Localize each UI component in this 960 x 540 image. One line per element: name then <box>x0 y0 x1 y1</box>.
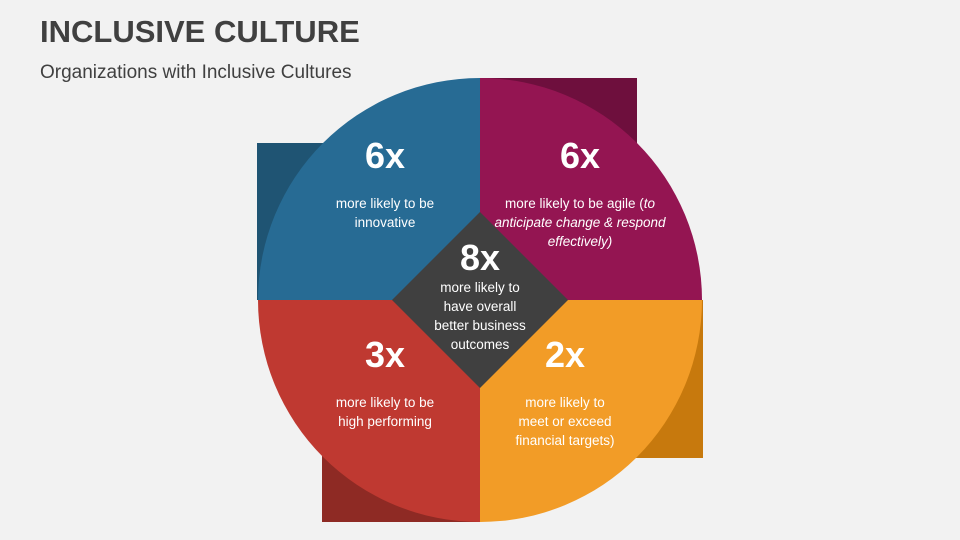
innovative-text-line1: more likely to be <box>335 196 435 211</box>
page-subtitle: Organizations with Inclusive Cultures <box>40 62 352 83</box>
outcomes-text-line3: better business <box>434 318 526 333</box>
high-performing-text-line2: high performing <box>338 414 432 429</box>
agile-text-line1-italic: to <box>643 196 656 211</box>
financial-text-line2: meet or exceed <box>518 414 612 429</box>
high-performing-value: 3x <box>364 334 406 375</box>
financial-text-line3: financial targets) <box>515 433 615 448</box>
quadrant-top-right <box>480 78 702 300</box>
outcomes-text-line4: outcomes <box>450 337 510 352</box>
financial-value: 2x <box>544 334 586 375</box>
quadrant-bottom-right <box>480 300 702 522</box>
outcomes-text-line2: have overall <box>443 299 517 314</box>
center-diamond <box>392 212 568 388</box>
agile-text-line3: effectively) <box>547 234 613 249</box>
financial-text-line1: more likely to <box>525 395 605 410</box>
agile-text-line1: more likely to be agile ( <box>504 196 644 211</box>
agile-text-line2: anticipate change & respond <box>494 215 666 230</box>
high-performing-text-line1: more likely to be <box>335 395 435 410</box>
outcomes-text-line1: more likely to <box>440 280 520 295</box>
segment-financial-targets: 2x more likely to meet or exceed financi… <box>480 335 650 450</box>
segment-agile: 6x more likely to be agile (to anticipat… <box>490 136 670 251</box>
segment-innovative: 6x more likely to be innovative <box>300 136 470 232</box>
quadrant-bottom-left <box>258 300 480 522</box>
page-title: INCLUSIVE CULTURE <box>40 14 360 49</box>
innovative-text-line2: innovative <box>354 215 416 230</box>
segment-business-outcomes: 8x more likely to have overall better bu… <box>410 238 550 354</box>
outcomes-value: 8x <box>459 237 501 278</box>
quadrant-top-left <box>258 78 480 300</box>
innovative-value: 6x <box>364 135 406 176</box>
segment-high-performing: 3x more likely to be high performing <box>300 335 470 431</box>
agile-value: 6x <box>559 135 601 176</box>
